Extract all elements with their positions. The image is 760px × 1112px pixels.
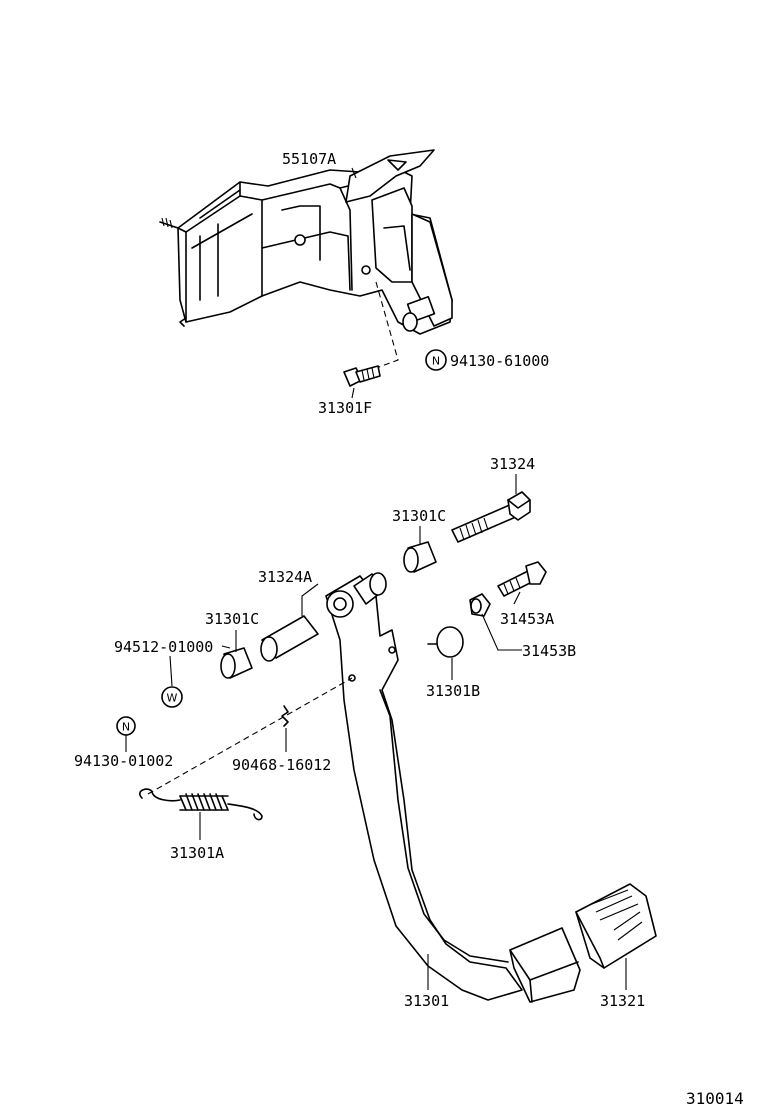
diagram-reference-number: 310014 xyxy=(686,1089,744,1108)
stopper-31301b[interactable] xyxy=(427,626,464,658)
label-31301a: 31301A xyxy=(170,844,224,862)
svg-text:W: W xyxy=(167,692,178,705)
n-badge-left: N xyxy=(116,716,136,736)
svg-text:N: N xyxy=(432,355,440,368)
clutch-pedal-arm[interactable] xyxy=(325,572,581,1003)
bolt-31324[interactable] xyxy=(451,491,531,543)
collar-31324a[interactable] xyxy=(260,615,319,662)
label-31453b: 31453B xyxy=(522,642,576,660)
n-badge-top: N xyxy=(425,349,447,371)
bushing-31301c-left[interactable] xyxy=(220,647,253,679)
nut-31453b[interactable] xyxy=(469,593,491,617)
pedal-pad-31321[interactable] xyxy=(575,883,657,969)
return-spring-31301a[interactable] xyxy=(139,788,263,821)
label-31453a: 31453A xyxy=(500,610,554,628)
clip-90468-16012[interactable] xyxy=(281,705,289,727)
pedal-bracket[interactable] xyxy=(159,149,453,335)
label-31301c-top: 31301C xyxy=(392,507,446,525)
w-badge: W xyxy=(161,686,183,708)
bolt-31453a[interactable] xyxy=(497,561,547,597)
label-31324a: 31324A xyxy=(258,568,312,586)
svg-text:N: N xyxy=(122,721,130,734)
label-90468-16012: 90468-16012 xyxy=(232,756,331,774)
label-31301f: 31301F xyxy=(318,399,372,417)
label-31324: 31324 xyxy=(490,455,535,473)
label-31301: 31301 xyxy=(404,992,449,1010)
bushing-31301c-top[interactable] xyxy=(403,541,437,573)
bolt-31301f[interactable] xyxy=(343,365,381,387)
label-31301c-left: 31301C xyxy=(205,610,259,628)
label-31301b: 31301B xyxy=(426,682,480,700)
label-55107a: 55107A xyxy=(282,150,336,168)
label-31321: 31321 xyxy=(600,992,645,1010)
label-94512-01000: 94512-01000 xyxy=(114,638,213,656)
label-94130-01002: 94130-01002 xyxy=(74,752,173,770)
label-94130-61000: 94130-61000 xyxy=(450,352,549,370)
